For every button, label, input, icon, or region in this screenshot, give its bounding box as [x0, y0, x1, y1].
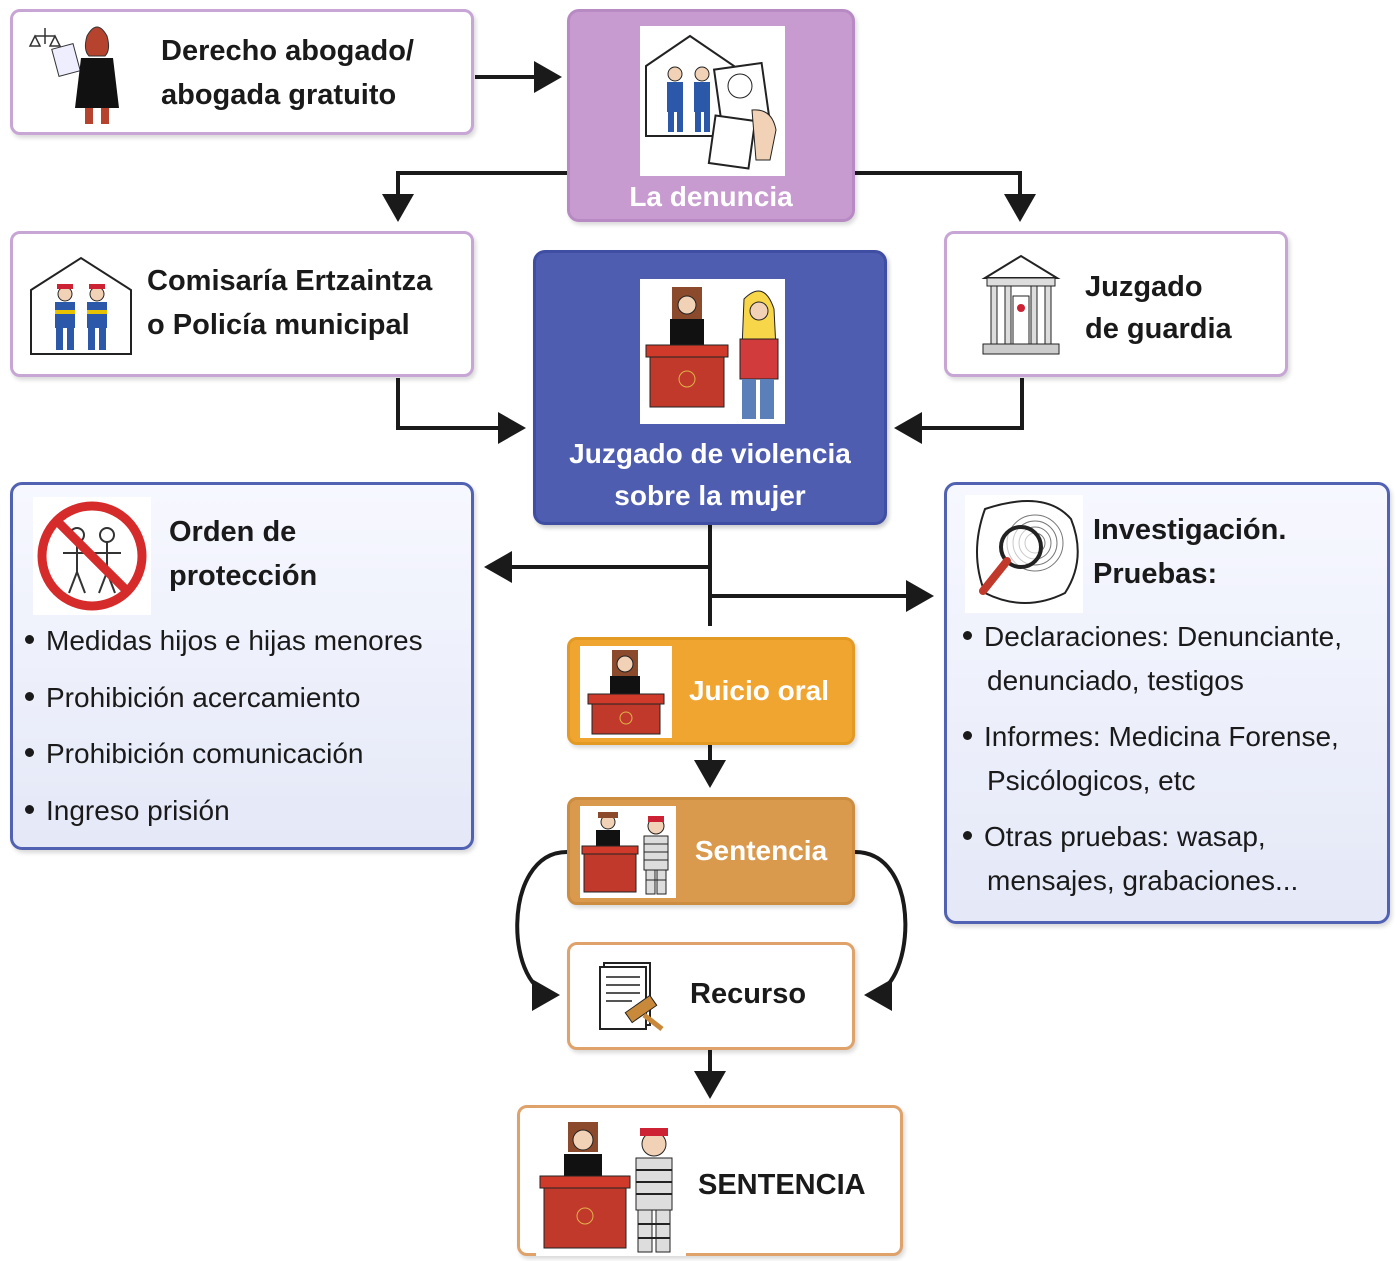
judge-with-woman-icon [640, 279, 785, 424]
sentencia-label: Sentencia [694, 835, 828, 866]
denuncia-label: La denuncia [629, 181, 793, 212]
investigacion-item: Otras pruebas: wasap, [963, 821, 1266, 853]
abogado-label-line1: Derecho abogado/ [161, 35, 414, 67]
investigacion-item: Declaraciones: Denunciante, [963, 621, 1342, 653]
node-abogado: Derecho abogado/ abogada gratuito [10, 9, 474, 135]
prohibited-people-icon [33, 497, 151, 615]
judge-prisoner-icon [536, 1116, 686, 1256]
arrow-denuncia-to-guardia [855, 171, 1036, 222]
investigacion-item-continuation: denunciado, testigos [987, 665, 1244, 696]
recurso-label: Recurso [690, 978, 807, 1010]
orden-label-line1: Orden de [169, 516, 297, 548]
judge-prisoner-icon [580, 806, 676, 898]
node-orden-proteccion: Orden de protección Medidas hijos e hija… [10, 482, 474, 850]
arrow-comisaria-to-violencia [396, 378, 526, 444]
orden-item-text: Prohibición comunicación [46, 738, 364, 769]
comisaria-label-line2: o Policía municipal [147, 309, 410, 341]
arrow-guardia-to-violencia [894, 378, 1024, 444]
orden-item: Medidas hijos e hijas menores [25, 625, 423, 657]
investigacion-label-line2: Pruebas: [1093, 558, 1218, 590]
judge-icon [580, 646, 672, 738]
node-sentencia-final: SENTENCIA [517, 1105, 903, 1256]
investigacion-item-text: Declaraciones: Denunciante, [984, 621, 1342, 652]
abogado-label-line2: abogada gratuito [161, 79, 397, 111]
orden-item-text: Medidas hijos e hijas menores [46, 625, 423, 656]
investigacion-item-continuation: mensajes, grabaciones... [987, 865, 1299, 896]
orden-label-line2: protección [169, 560, 318, 592]
node-comisaria: Comisaría Ertzaintza o Policía municipal [10, 231, 474, 377]
guardia-label-line1: Juzgado [1085, 271, 1203, 303]
node-guardia: Juzgado de guardia [944, 231, 1288, 377]
arrow-denuncia-to-comisaria [382, 171, 568, 222]
document-gavel-icon [596, 957, 668, 1037]
arrow-sentencia-to-recurso-left [515, 850, 568, 1011]
lawyer-icon [25, 18, 135, 128]
node-recurso: Recurso [567, 942, 855, 1050]
orden-item: Prohibición comunicación [25, 738, 364, 770]
investigacion-item-text: Otras pruebas: wasap, [984, 821, 1266, 852]
orden-item-text: Ingreso prisión [46, 795, 230, 826]
node-juicio-oral: Juicio oral [567, 637, 855, 745]
node-denuncia: La denuncia [567, 9, 855, 222]
node-investigacion: Investigación. Pruebas: Declaraciones: D… [944, 482, 1390, 924]
police-report-icon [640, 26, 785, 176]
orden-item-text: Prohibición acercamiento [46, 682, 361, 713]
orden-item: Prohibición acercamiento [25, 682, 360, 714]
guardia-label-line2: de guardia [1085, 313, 1232, 345]
courthouse-icon [981, 248, 1061, 360]
comisaria-label-line1: Comisaría Ertzaintza [147, 265, 433, 297]
node-violencia: Juzgado de violencia sobre la mujer [533, 250, 887, 525]
arrow-sentencia-to-recurso-right [854, 850, 908, 1011]
investigacion-item: Informes: Medicina Forense, [963, 721, 1339, 753]
police-station-icon [27, 254, 135, 358]
violencia-label-line1: Juzgado de violencia [569, 438, 851, 469]
violencia-label-line2: sobre la mujer [614, 480, 806, 511]
orden-item: Ingreso prisión [25, 795, 230, 827]
investigacion-label-line1: Investigación. [1093, 514, 1287, 546]
node-sentencia: Sentencia [567, 797, 855, 905]
juicio-label: Juicio oral [688, 675, 830, 706]
magnifier-fingerprint-icon [965, 495, 1083, 613]
investigacion-item-text: Informes: Medicina Forense, [984, 721, 1339, 752]
investigacion-item-continuation: Psicólogicos, etc [987, 765, 1196, 796]
sentencia-final-label: SENTENCIA [698, 1169, 866, 1201]
